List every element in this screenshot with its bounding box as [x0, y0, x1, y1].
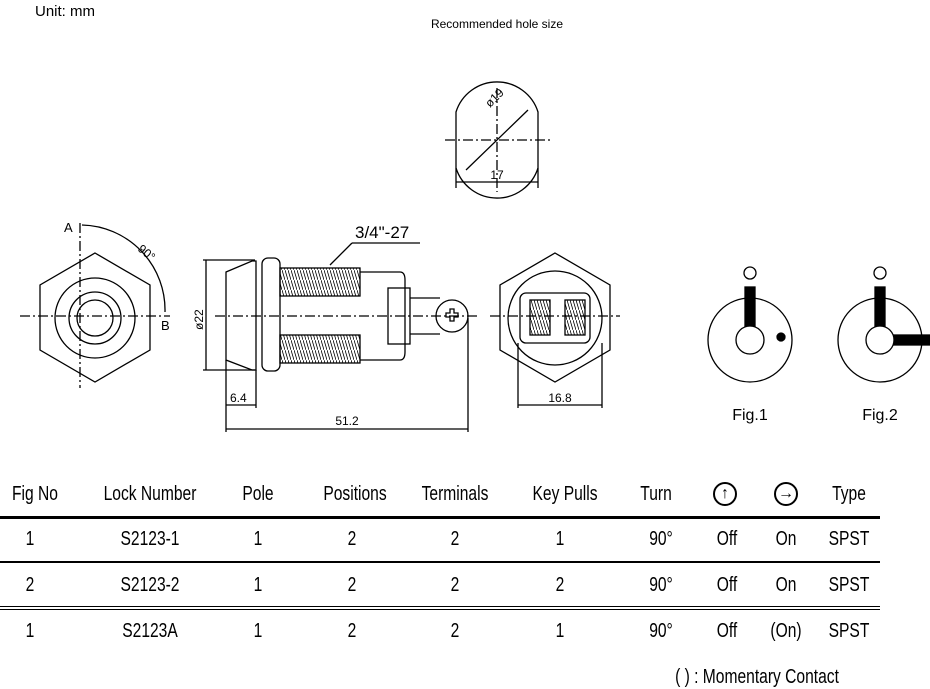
label-a: A — [64, 220, 73, 235]
fig-1-diagram: Fig.1 — [707, 266, 793, 424]
cell-turn: 90° — [649, 620, 673, 642]
cell-terminals: 2 — [450, 620, 460, 642]
cell-up-state: Off — [716, 620, 738, 642]
header-positions: Positions — [323, 483, 387, 505]
cell-fig-no: 1 — [25, 620, 35, 642]
hole-diameter: ø19 — [482, 85, 507, 110]
cell-lock-number: S2123-1 — [120, 528, 180, 550]
arrow-right-icon: → — [774, 482, 798, 506]
cell-terminals: 2 — [450, 528, 460, 550]
cell-positions: 2 — [347, 620, 357, 642]
side-diameter: ø22 — [192, 309, 206, 330]
flange-dim: 6.4 — [230, 391, 247, 405]
cell-key-pulls: 1 — [555, 620, 565, 642]
header-divider — [0, 516, 880, 519]
header-pole: Pole — [242, 483, 274, 505]
back-width-dim: 16.8 — [548, 391, 572, 405]
row-divider — [0, 609, 880, 610]
cell-type: SPST — [828, 528, 870, 550]
cell-pole: 1 — [253, 528, 263, 550]
hole-size-view: Recommended hole size ø19 17 — [431, 17, 563, 199]
cell-terminals: 2 — [450, 574, 460, 596]
row-divider — [0, 606, 880, 607]
cell-right-state: On — [775, 528, 797, 550]
cell-lock-number: S2123-2 — [120, 574, 180, 596]
fig-2-diagram: Fig.2 — [837, 266, 930, 424]
label-b: B — [161, 318, 170, 333]
hole-width: 17 — [490, 168, 504, 182]
row-divider — [0, 561, 880, 563]
thread-label: 3/4"-27 — [355, 223, 409, 242]
cell-positions: 2 — [347, 528, 357, 550]
cell-pole: 1 — [253, 574, 263, 596]
technical-drawing: Unit: mm Recommended hole size ø19 17 A … — [20, 3, 930, 432]
back-view: 16.8 — [490, 252, 620, 408]
header-turn: Turn — [640, 483, 672, 505]
cell-up-state: Off — [716, 574, 738, 596]
footnote: ( ) : Momentary Contact — [675, 666, 839, 688]
arrow-up-icon: ↑ — [713, 482, 737, 506]
angle-label: 90° — [135, 242, 158, 265]
header-terminals: Terminals — [421, 483, 489, 505]
cell-fig-no: 2 — [25, 574, 35, 596]
cell-right-state: On — [775, 574, 797, 596]
cell-positions: 2 — [347, 574, 357, 596]
header-lock-number: Lock Number — [103, 483, 197, 505]
front-view: A B 90° — [20, 220, 170, 388]
side-view: ø22 3/4"-27 6.4 51.2 — [192, 223, 480, 432]
header-fig-no: Fig No — [12, 483, 58, 505]
length-dim: 51.2 — [335, 414, 359, 428]
cell-up-state: Off — [716, 528, 738, 550]
header-key-pulls: Key Pulls — [532, 483, 598, 505]
cell-turn: 90° — [649, 574, 673, 596]
unit-label: Unit: mm — [35, 3, 95, 20]
cell-type: SPST — [828, 620, 870, 642]
fig-1-label: Fig.1 — [732, 407, 768, 424]
cell-key-pulls: 2 — [555, 574, 565, 596]
header-type: Type — [832, 483, 866, 505]
cell-turn: 90° — [649, 528, 673, 550]
cell-fig-no: 1 — [25, 528, 35, 550]
cell-right-state: (On) — [770, 620, 802, 642]
cell-type: SPST — [828, 574, 870, 596]
cell-key-pulls: 1 — [555, 528, 565, 550]
cell-pole: 1 — [253, 620, 263, 642]
fig-2-label: Fig.2 — [862, 407, 898, 424]
cell-lock-number: S2123A — [122, 620, 178, 642]
hole-title: Recommended hole size — [431, 17, 563, 31]
